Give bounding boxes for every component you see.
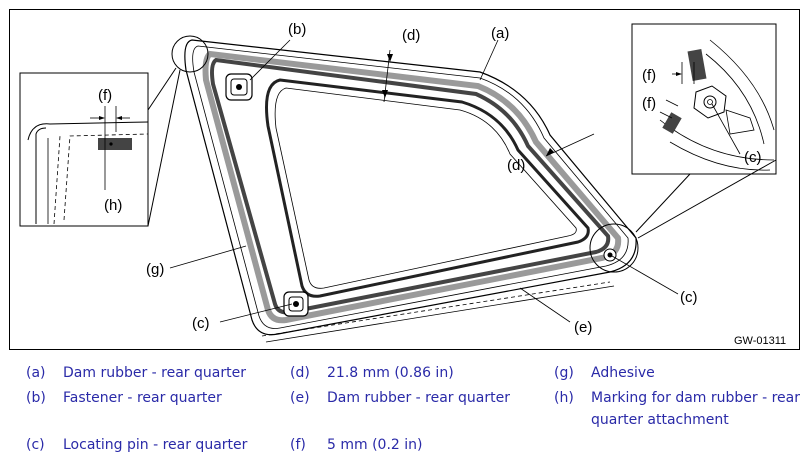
callout-f-inset-right-2: (f) <box>642 95 656 112</box>
lower-edge-line <box>265 285 615 343</box>
figure-code: GW-01311 <box>734 335 786 347</box>
callout-f-inset-right-1: (f) <box>642 67 656 84</box>
legend-text: Dam rubber - rear quarter <box>63 365 246 381</box>
leader-e <box>519 287 571 323</box>
diagram-figure: (b) (d) (a) (d) (g) (c) (e) (c) (f) (h) … <box>9 9 800 350</box>
inset-left <box>19 67 181 227</box>
callout-e: (e) <box>574 319 592 336</box>
legend-key: (g) <box>554 365 574 381</box>
leader-c-bottom <box>219 303 293 323</box>
callout-f-inset-left: (f) <box>98 87 112 104</box>
leader-g <box>169 245 247 269</box>
legend-text: 21.8 mm (0.86 in) <box>327 365 454 381</box>
callout-c-inset: (c) <box>744 149 762 166</box>
glass-outer-outline-2 <box>192 45 629 329</box>
callout-b: (b) <box>288 21 306 38</box>
callout-d-right: (d) <box>507 157 525 174</box>
glass-inner-edge <box>274 87 577 289</box>
callout-h: (h) <box>104 197 122 214</box>
legend-text: Locating pin - rear quarter <box>63 437 248 453</box>
dimension-d-right <box>545 133 595 157</box>
legend-key: (e) <box>290 390 310 406</box>
dam-rubber-outer <box>210 57 611 315</box>
callout-c-bottom: (c) <box>192 315 210 332</box>
leader-a <box>479 39 499 81</box>
legend-key: (b) <box>26 390 46 406</box>
dam-rubber-piece-bottom <box>662 112 682 134</box>
legend-key: (d) <box>290 365 310 381</box>
legend-key: (a) <box>26 365 46 381</box>
magnifier-circle-top <box>171 35 209 73</box>
legend-key: (f) <box>290 437 306 453</box>
locating-pin-bottom-left <box>283 291 309 317</box>
magnifier-circle-right <box>589 223 639 273</box>
callout-d-top: (d) <box>402 27 420 44</box>
adhesive-band <box>202 50 622 324</box>
legend-text: Marking for dam rubber - rear quarter at… <box>591 390 800 428</box>
legend-key: (h) <box>554 390 574 406</box>
dimension-d-top <box>382 49 393 103</box>
locating-pin-right <box>603 248 617 262</box>
legend-key: (c) <box>26 437 45 453</box>
callout-g: (g) <box>146 261 164 278</box>
leader-b <box>249 39 291 81</box>
legend: (a) Dam rubber - rear quarter (b) Fasten… <box>0 356 809 463</box>
leader-c-right <box>611 255 679 295</box>
callout-a: (a) <box>491 25 509 42</box>
legend-text: Fastener - rear quarter <box>63 390 222 406</box>
dam-rubber-mark <box>98 138 132 150</box>
fastener-top <box>225 73 253 101</box>
legend-text: Adhesive <box>591 365 655 381</box>
lower-dashed-edge <box>261 281 611 337</box>
rear-quarter-glass-diagram: (b) (d) (a) (d) (g) (c) (e) (c) (f) (h) … <box>19 21 786 347</box>
glass-inner-opening <box>265 78 590 298</box>
inset-right <box>631 23 777 239</box>
leader-c-inset <box>711 103 741 155</box>
callout-c-right: (c) <box>680 289 698 306</box>
dam-rubber-piece-top <box>687 49 707 81</box>
legend-text: 5 mm (0.2 in) <box>327 437 423 453</box>
legend-text: Dam rubber - rear quarter <box>327 390 510 406</box>
